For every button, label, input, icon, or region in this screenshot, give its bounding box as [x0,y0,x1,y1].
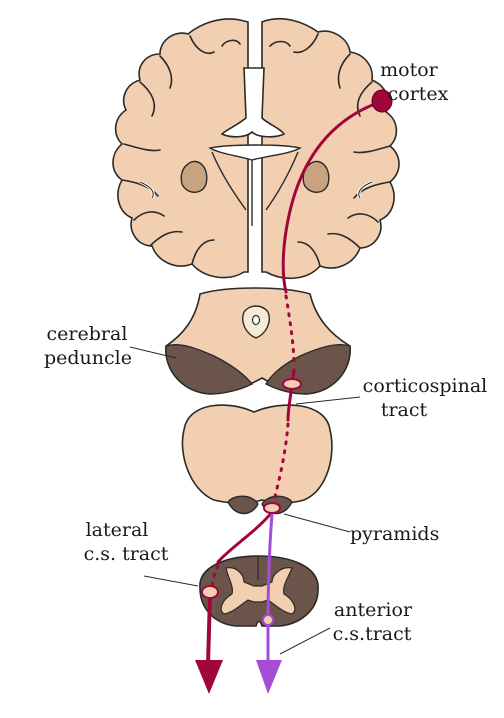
left-cerebral-peduncle-shape [165,344,254,395]
label-pyramids: pyramids [350,523,439,545]
label-corticospinal-tract: corticospinal tract [363,375,494,421]
leader-lines [129,346,361,655]
leader-pyramids [283,513,351,533]
leader-corticospinal-tract [295,396,361,405]
tract-lateral-dotted [210,564,220,592]
label-lateral-cs-tract-line1: lateral [86,519,149,541]
lateral-tract-arrowhead [195,660,223,694]
tract-cortex-to-midbrain [281,100,382,294]
medulla-section [181,404,333,515]
medulla-body [181,404,333,504]
tract-lateral-descending [206,594,212,666]
label-corticospinal-tract-line1: corticospinal [363,375,488,397]
label-anterior-cs-tract-line2: c.s.tract [333,623,412,645]
label-cerebral-peduncle-line1: cerebral [47,323,128,345]
label-corticospinal-tract-line2: tract [381,399,428,421]
leader-cerebral-peduncle [129,346,177,359]
tract-cross-sections [201,378,302,626]
motor-cortex-origin-dot [371,89,393,113]
label-motor-cortex-line2: cortex [388,83,449,105]
brain-coronal-section [112,17,400,279]
label-cerebral-peduncle: cerebral peduncle [44,323,133,369]
anterior-tract-arrowhead [256,660,282,694]
third-ventricle [208,144,302,161]
gray-matter [220,567,296,615]
tract-lateral-decussation [216,510,274,564]
spinal-cord-section [199,555,319,627]
label-motor-cortex: motor cortex [380,59,448,105]
tract-medulla-dotted [272,422,290,502]
leader-lateral-cs-tract [143,575,199,587]
leader-anterior-cs-tract [279,627,331,655]
left-sulci [121,35,241,265]
lateral-ventricles [220,67,286,138]
label-cerebral-peduncle-line2: peduncle [44,347,132,369]
label-lateral-cs-tract: lateral c.s. tract [84,519,169,565]
left-pyramid-shape [227,495,259,515]
tract-midbrain-to-medulla [286,368,296,422]
tract-midbrain-dotted [284,294,296,368]
midbrain-section [165,287,351,395]
label-lateral-cs-tract-line2: c.s. tract [84,543,169,565]
internal-capsule [211,151,299,226]
label-anterior-cs-tract: anterior c.s.tract [333,599,418,645]
label-motor-cortex-line1: motor [380,59,439,81]
right-sulci [269,33,391,267]
left-nucleus [180,160,208,193]
label-anterior-cs-tract-line1: anterior [334,599,413,621]
